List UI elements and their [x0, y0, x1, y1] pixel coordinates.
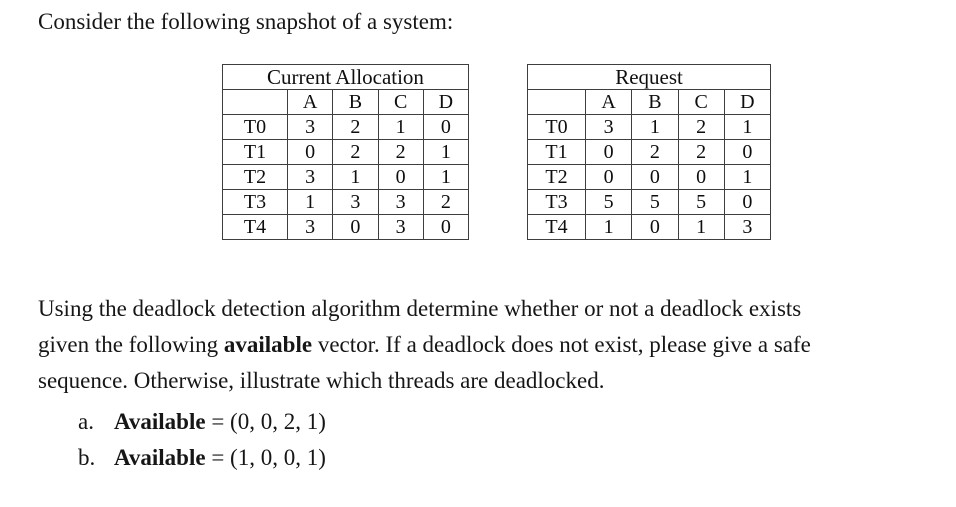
cell-value: 3 [377, 214, 424, 240]
row-label: T0 [222, 114, 288, 140]
allocation-col-header-C: C [377, 89, 424, 115]
cell-value: 3 [286, 164, 334, 190]
cell-value: 1 [286, 189, 334, 215]
row-label: T2 [222, 164, 288, 190]
question-line-3: sequence. Otherwise, illustrate which th… [38, 368, 605, 393]
cell-value: 2 [677, 139, 725, 165]
table-row: T0 3 2 1 0 [222, 114, 470, 140]
table-row: T1 0 2 2 1 [222, 139, 470, 165]
cell-value: 1 [631, 114, 679, 140]
option-a: a. Available = (0, 0, 2, 1) [78, 404, 326, 440]
row-label: T1 [527, 139, 586, 165]
table-row: T2 0 0 0 1 [527, 164, 772, 190]
cell-value: 1 [723, 114, 772, 140]
cell-value: 1 [677, 214, 725, 240]
cell-value: 0 [286, 139, 334, 165]
row-label: T3 [222, 189, 288, 215]
allocation-col-header-D: D [422, 89, 470, 115]
question-line-2-bold-word: available [223, 332, 313, 357]
cell-value: 1 [584, 214, 633, 240]
cell-value: 3 [723, 214, 772, 240]
option-a-marker: a. [78, 409, 94, 434]
allocation-title-row: Current Allocation [222, 64, 469, 90]
table-row: T4 3 0 3 0 [222, 214, 470, 240]
question-line-2: given the following available vector. If… [38, 327, 938, 363]
cell-value: 0 [631, 214, 679, 240]
table-row: T3 5 5 5 0 [527, 189, 772, 215]
row-label: T0 [527, 114, 586, 140]
option-a-label: Available [114, 409, 206, 434]
allocation-col-header-A: A [286, 89, 334, 115]
option-b-label: Available [114, 445, 206, 470]
cell-value: 0 [631, 164, 679, 190]
cell-value: 1 [422, 139, 470, 165]
cell-value: 0 [377, 164, 424, 190]
cell-value: 1 [723, 164, 772, 190]
option-b-value: = (1, 0, 0, 1) [205, 445, 326, 470]
row-label: T2 [527, 164, 586, 190]
cell-value: 1 [422, 164, 470, 190]
cell-value: 2 [377, 139, 424, 165]
cell-value: 5 [677, 189, 725, 215]
option-b-marker: b. [78, 445, 96, 470]
request-title-row: Request [526, 64, 772, 90]
question-paragraph: Using the deadlock detection algorithm d… [38, 291, 938, 399]
cell-value: 3 [286, 214, 334, 240]
cell-value: 0 [584, 139, 633, 165]
cell-value: 2 [631, 139, 679, 165]
cell-value: 5 [584, 189, 633, 215]
request-table: Request A B C D T0 3 1 2 1 T1 0 2 2 0 [526, 64, 772, 240]
row-label: T4 [222, 214, 288, 240]
row-label: T1 [222, 139, 288, 165]
option-a-value: = (0, 0, 2, 1) [205, 409, 326, 434]
table-row: T0 3 1 2 1 [527, 114, 772, 140]
request-table-title: Request [526, 64, 772, 90]
cell-value: 3 [584, 114, 633, 140]
request-col-header-B: B [631, 89, 679, 115]
question-line-1: Using the deadlock detection algorithm d… [38, 296, 802, 321]
page-title: Consider the following snapshot of a sys… [38, 9, 454, 34]
question-line-2-post: vector. If a deadlock does not exist, pl… [312, 332, 811, 357]
request-corner-cell [527, 89, 586, 115]
cell-value: 0 [332, 214, 379, 240]
cell-value: 5 [631, 189, 679, 215]
request-header-row: A B C D [527, 89, 772, 115]
cell-value: 3 [286, 114, 334, 140]
request-col-header-C: C [677, 89, 725, 115]
allocation-corner-cell [222, 89, 288, 115]
question-line-2-pre: given the following [38, 332, 224, 357]
cell-value: 2 [677, 114, 725, 140]
current-allocation-table: Current Allocation A B C D T0 3 2 1 0 T1… [222, 64, 470, 240]
table-row: T4 1 0 1 3 [527, 214, 772, 240]
cell-value: 0 [584, 164, 633, 190]
cell-value: 0 [677, 164, 725, 190]
table-row: T2 3 1 0 1 [222, 164, 470, 190]
cell-value: 3 [377, 189, 424, 215]
cell-value: 0 [723, 189, 772, 215]
request-col-header-A: A [584, 89, 633, 115]
allocation-col-header-B: B [332, 89, 379, 115]
cell-value: 2 [332, 139, 379, 165]
cell-value: 2 [332, 114, 379, 140]
cell-value: 2 [422, 189, 470, 215]
row-label: T4 [527, 214, 586, 240]
table-row: T3 1 3 3 2 [222, 189, 470, 215]
allocation-header-row: A B C D [222, 89, 470, 115]
options-list: a. Available = (0, 0, 2, 1) b. Available =… [78, 404, 326, 476]
cell-value: 3 [332, 189, 379, 215]
cell-value: 0 [723, 139, 772, 165]
cell-value: 0 [422, 114, 470, 140]
allocation-table-title: Current Allocation [222, 64, 469, 90]
cell-value: 1 [377, 114, 424, 140]
cell-value: 0 [422, 214, 470, 240]
table-row: T1 0 2 2 0 [527, 139, 772, 165]
option-b: b. Available = (1, 0, 0, 1) [78, 440, 326, 476]
request-col-header-D: D [723, 89, 772, 115]
row-label: T3 [527, 189, 586, 215]
cell-value: 1 [332, 164, 379, 190]
